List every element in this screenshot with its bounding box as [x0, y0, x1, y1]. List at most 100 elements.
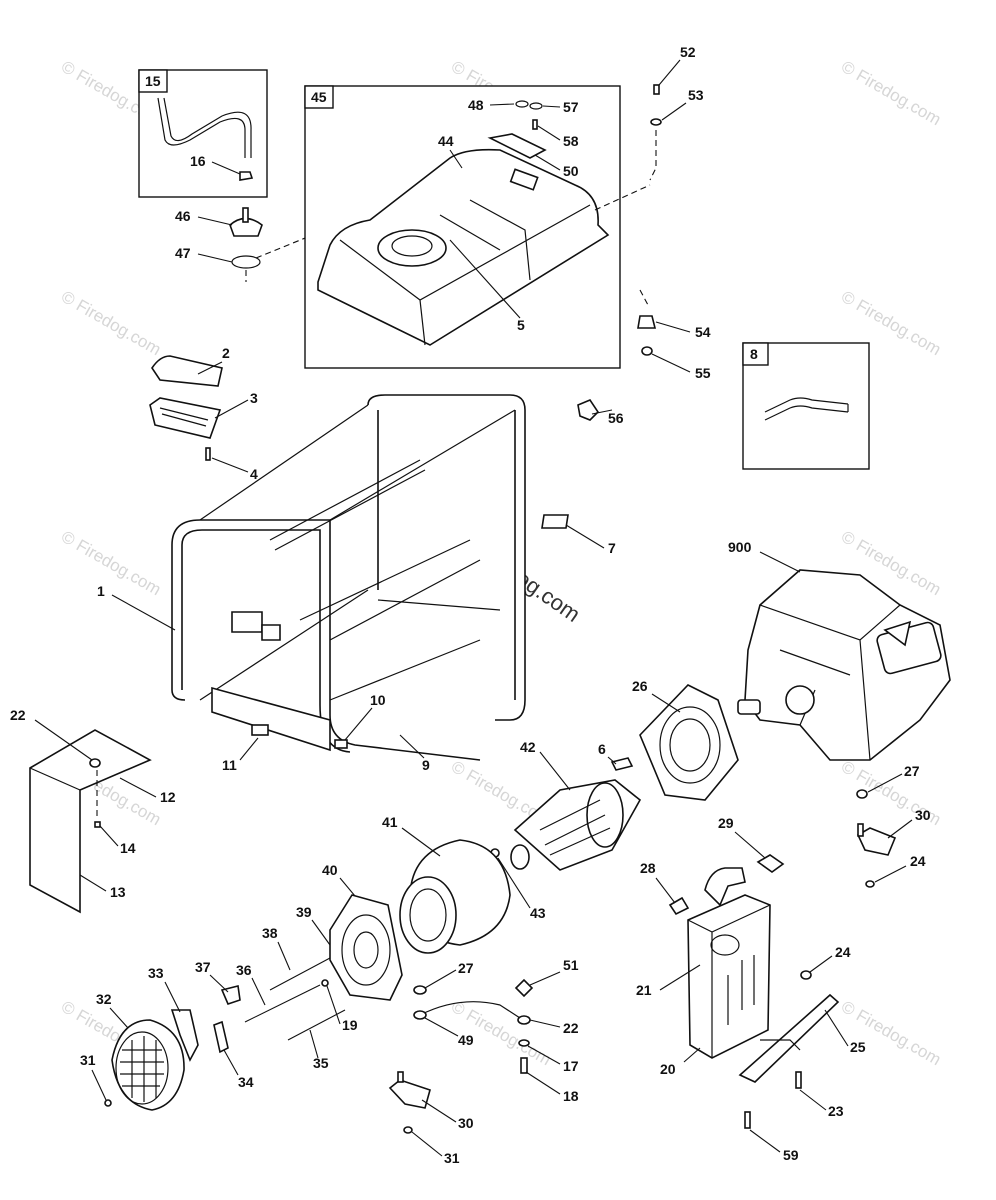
part-label-28: 28: [640, 860, 656, 876]
front-mount-group: 30 31: [388, 1071, 474, 1166]
fuel-hose-icon: [157, 97, 252, 158]
part-label-22: 22: [563, 1020, 579, 1036]
part-label-16: 16: [190, 153, 206, 169]
ground-wire-group: 27 49 51 22 17 18: [413, 957, 579, 1104]
part-label-17: 17: [563, 1058, 579, 1074]
part-label-39: 39: [296, 904, 312, 920]
filler-neck-icon: [377, 229, 447, 267]
part-label-19: 19: [342, 1017, 358, 1033]
part-label-4: 4: [250, 466, 258, 482]
part-label-55: 55: [695, 365, 711, 381]
end-bell-icon: [329, 894, 403, 1001]
part-label-1: 1: [97, 583, 105, 599]
side-cover-group: 22 12 14 13: [10, 707, 176, 914]
box-number: 45: [311, 89, 327, 105]
part-label-48: 48: [468, 97, 484, 113]
box-number: 8: [750, 346, 758, 362]
breather-hose-icon: [764, 397, 849, 421]
muffler-group: 21 20 28 29: [636, 815, 785, 1077]
part-label-18: 18: [563, 1088, 579, 1104]
part-label-7: 7: [608, 540, 616, 556]
part-label-37: 37: [195, 959, 211, 975]
part-label-22: 22: [10, 707, 26, 723]
brush-cover-icon: [170, 1009, 199, 1062]
box-45-fuel-tank: 45 44 5 48 57 58 50: [304, 85, 651, 369]
part-label-43: 43: [530, 905, 546, 921]
part-label-6: 6: [598, 741, 606, 757]
ground-wire-icon: [419, 1001, 521, 1019]
part-label-12: 12: [160, 789, 176, 805]
part-label-10: 10: [370, 692, 386, 708]
part-label-14: 14: [120, 840, 136, 856]
part-label-23: 23: [828, 1103, 844, 1119]
brush-group: 33 34 37: [148, 959, 254, 1090]
part-label-2: 2: [222, 345, 230, 361]
part-label-49: 49: [458, 1032, 474, 1048]
part-label-59: 59: [783, 1147, 799, 1163]
part-label-13: 13: [110, 884, 126, 900]
part-label-32: 32: [96, 991, 112, 1007]
rotor-group: 42 43: [490, 739, 642, 921]
through-bolts: 38 36 35: [236, 925, 346, 1071]
part-label-20: 20: [660, 1061, 676, 1077]
end-bell-group: 40 39 19: [296, 862, 403, 1033]
part-label-29: 29: [718, 815, 734, 831]
part-label-40: 40: [322, 862, 338, 878]
part-label-26: 26: [632, 678, 648, 694]
part-label-53: 53: [688, 87, 704, 103]
part-label-54: 54: [695, 324, 711, 340]
rear-cover-group: 32 31: [80, 991, 185, 1111]
part-label-900: 900: [728, 539, 752, 555]
part-label-25: 25: [850, 1039, 866, 1055]
part-label-51: 51: [563, 957, 579, 973]
adapter-icon: [639, 684, 739, 801]
panel-icon: [29, 729, 152, 914]
bracket-icon: [487, 133, 547, 159]
stator-group: 41: [382, 814, 511, 954]
o-ring-icon: [515, 100, 529, 108]
part-label-31: 31: [80, 1052, 96, 1068]
part-label-27: 27: [904, 763, 920, 779]
watermark-text: © Firedog.com: [58, 287, 164, 359]
engine-assembly: 900: [728, 539, 951, 761]
heat-shield-icon: [738, 993, 840, 1083]
fuel-valve-icon: [229, 217, 263, 237]
part-label-56: 56: [608, 410, 624, 426]
part-label-11: 11: [222, 757, 237, 773]
tank-mount-hardware: 52 53 54 55 56: [577, 44, 711, 426]
screw-icon: [532, 119, 538, 130]
part-label-57: 57: [563, 99, 579, 115]
part-label-24: 24: [910, 853, 926, 869]
heat-shield-group: 25 23 59: [738, 993, 866, 1163]
part-label-36: 36: [236, 962, 252, 978]
part-label-3: 3: [250, 390, 258, 406]
box-8-hose: 8: [742, 342, 870, 470]
part-label-5: 5: [517, 317, 525, 333]
part-label-24: 24: [835, 944, 851, 960]
box-15-fuel-line: 15 16: [138, 69, 268, 198]
gasket-icon: [231, 255, 261, 269]
part-label-30: 30: [458, 1115, 474, 1131]
fuel-gauge-icon: [509, 168, 539, 191]
part-label-50: 50: [563, 163, 579, 179]
part-label-30: 30: [915, 807, 931, 823]
frame-assembly: 1 10 11 9 7: [97, 394, 616, 773]
fuel-cap-group: 46 47: [175, 207, 321, 282]
part-label-47: 47: [175, 245, 191, 261]
part-label-21: 21: [636, 982, 652, 998]
watermark-text: © Firedog.com: [838, 57, 944, 129]
handle-grip-group: 2 3 4: [149, 345, 258, 482]
part-label-27: 27: [458, 960, 474, 976]
fuel-tank-icon: [317, 148, 610, 346]
part-label-52: 52: [680, 44, 696, 60]
box-number: 15: [145, 73, 161, 89]
part-label-58: 58: [563, 133, 579, 149]
part-label-44: 44: [438, 133, 454, 149]
part-label-34: 34: [238, 1074, 254, 1090]
part-label-46: 46: [175, 208, 191, 224]
part-label-41: 41: [382, 814, 398, 830]
muffler-icon: [687, 894, 771, 1059]
engine-adapter-group: 26 6: [598, 678, 739, 801]
part-label-38: 38: [262, 925, 278, 941]
